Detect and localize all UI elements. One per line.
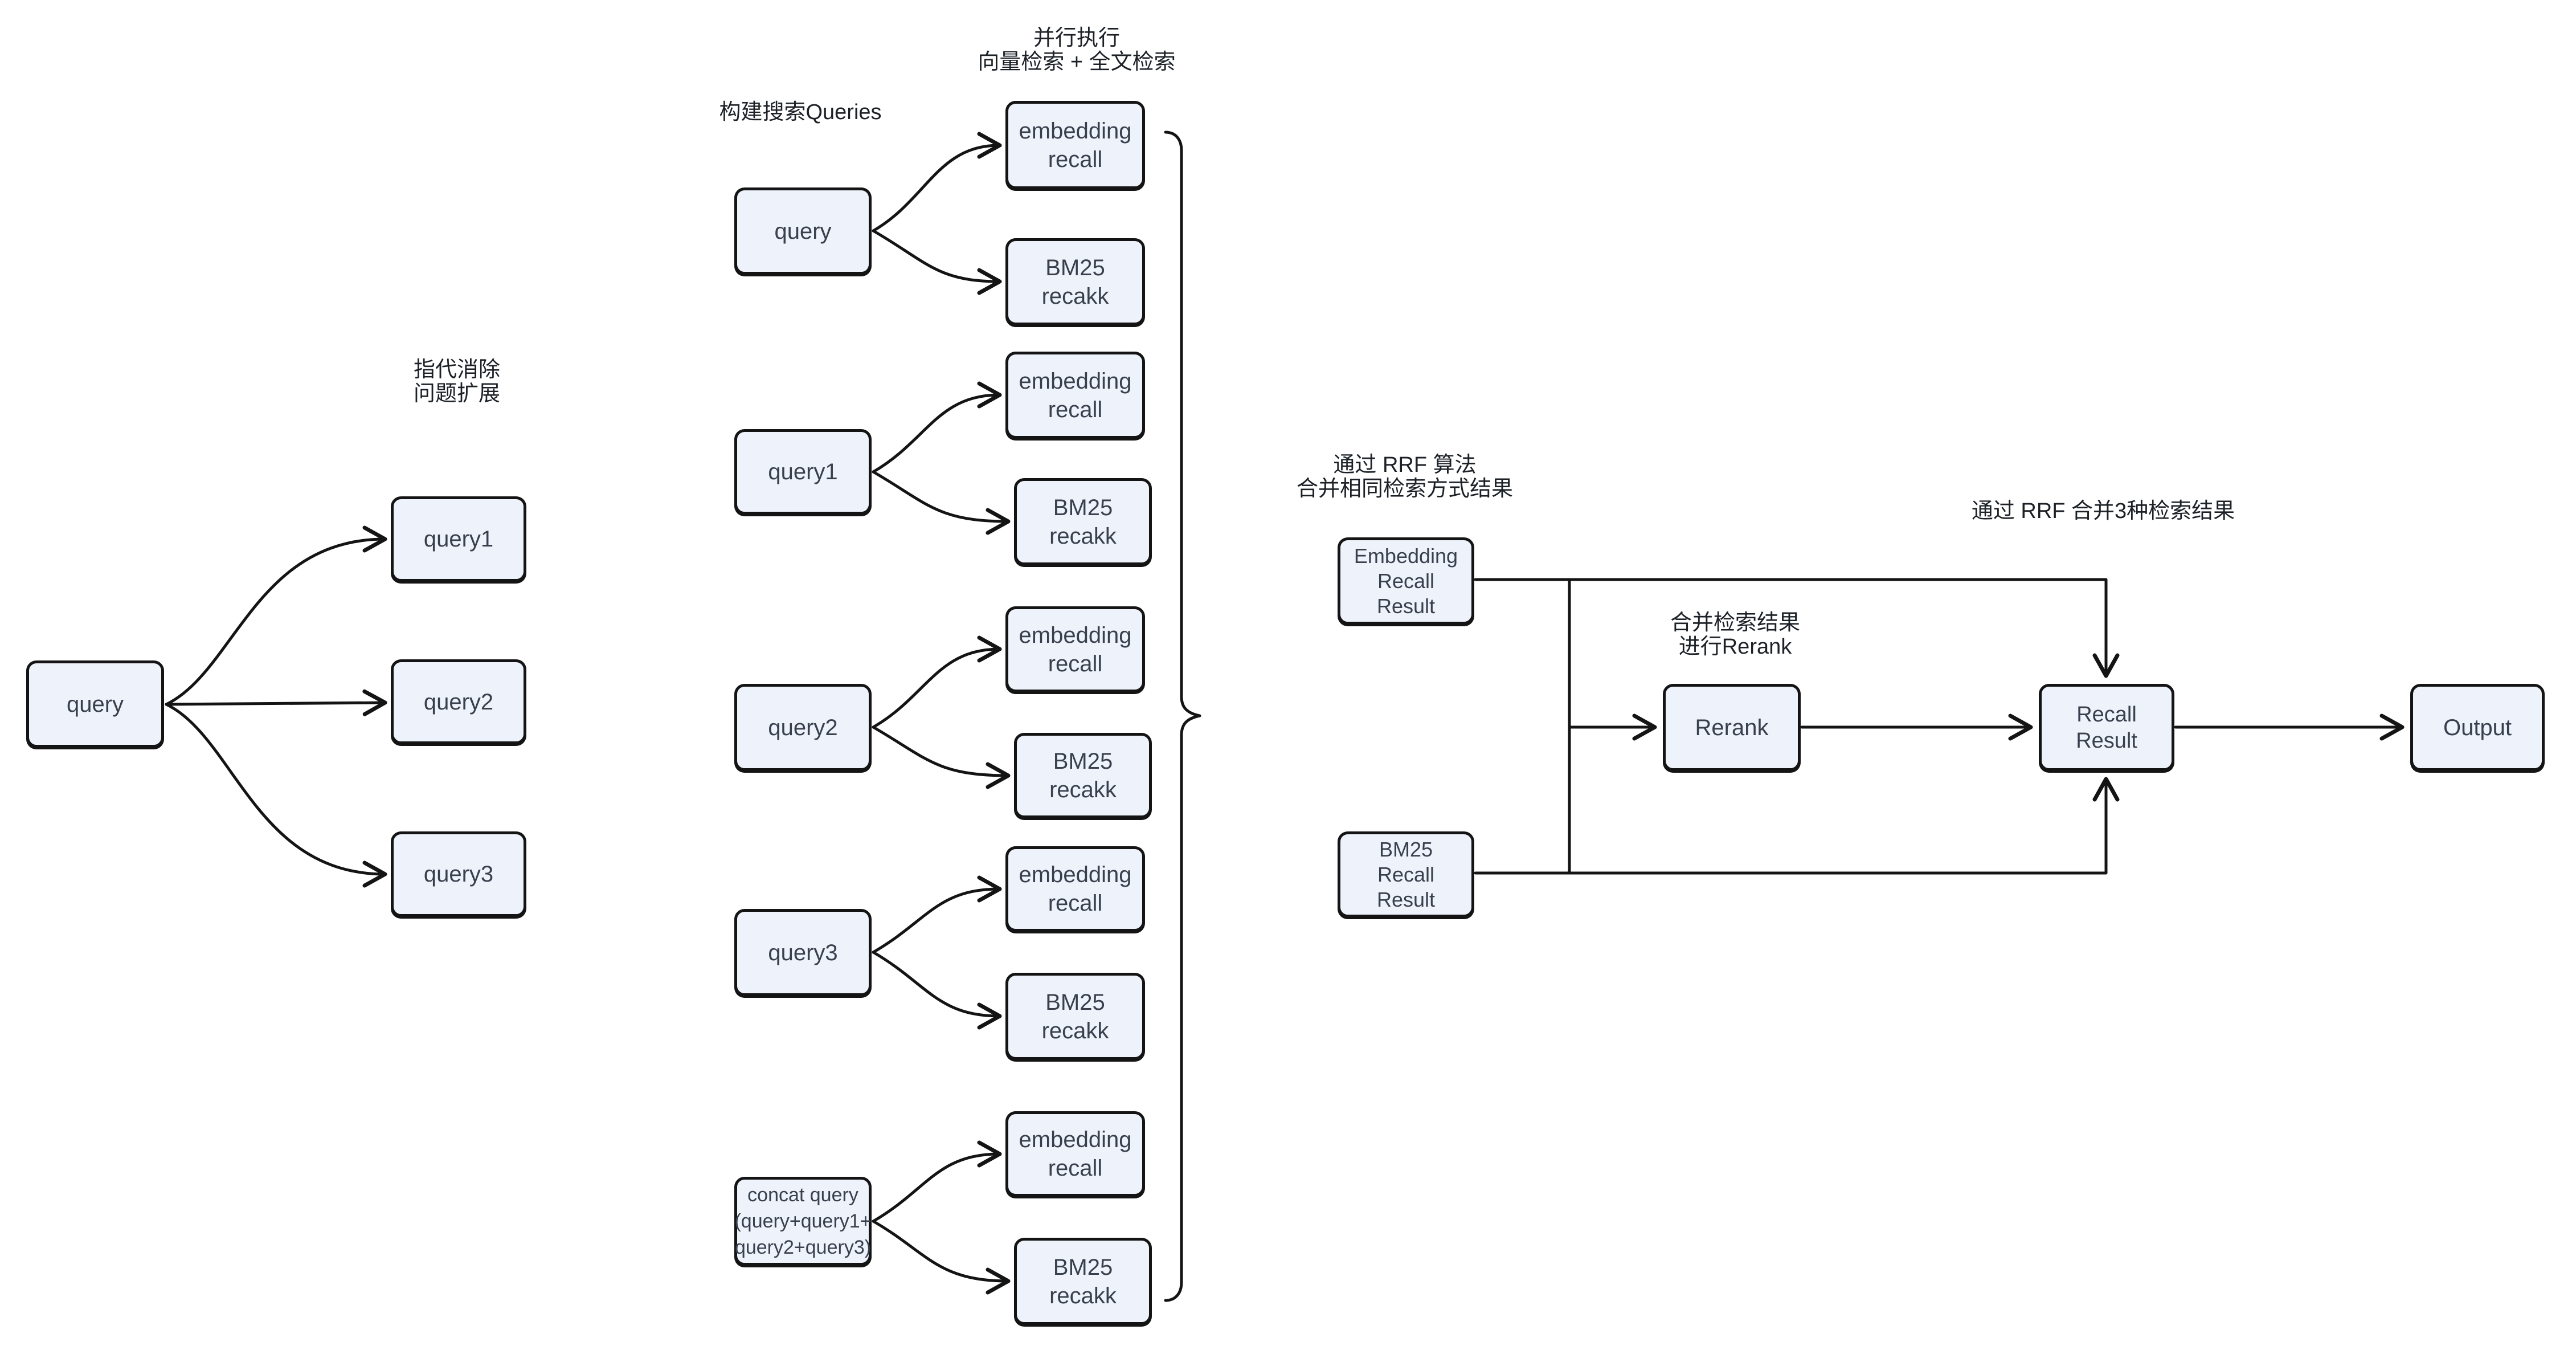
node-rerank: Rerank xyxy=(1663,684,1801,771)
edge-sq0-to-embedding1 xyxy=(872,132,1002,233)
edge-query-to-query3 xyxy=(165,703,387,888)
node-bm25-recall-3: BM25 recakk xyxy=(1014,733,1152,818)
node-bm25-recall-2: BM25 recakk xyxy=(1014,478,1152,565)
node-output: Output xyxy=(2410,684,2545,771)
edge-query-to-query2 xyxy=(165,689,387,716)
edge-embresult-to-recallresult-top xyxy=(1474,578,2120,678)
node-search-query: query xyxy=(734,187,872,275)
node-search-query1: query1 xyxy=(734,429,872,515)
node-embedding-recall-4: embedding recall xyxy=(1005,846,1145,932)
node-query3-expanded: query3 xyxy=(391,831,526,917)
label-rrf-merge-same: 通过 RRF 算法 合并相同检索方式结果 xyxy=(1296,453,1514,501)
node-bm25-recall-result: BM25 Recall Result xyxy=(1338,831,1474,917)
label-parallel-exec: 并行执行 向量检索 + 全文检索 xyxy=(978,26,1176,74)
node-embedding-recall-2: embedding recall xyxy=(1005,352,1145,439)
node-bm25-recall-5: BM25 recakk xyxy=(1014,1238,1152,1325)
node-embedding-recall-1: embedding recall xyxy=(1005,101,1145,189)
node-query1-expanded: query1 xyxy=(391,496,526,582)
edge-concat-to-bm25-5 xyxy=(872,1220,1011,1295)
edge-sq3-to-embedding4 xyxy=(872,875,1002,954)
node-recall-result: Recall Result xyxy=(2039,684,2174,771)
edge-sq2-to-bm25-3 xyxy=(872,725,1011,789)
node-search-query3: query3 xyxy=(734,909,872,996)
brace-collect-recalls xyxy=(1164,130,1201,1302)
node-embedding-recall-5: embedding recall xyxy=(1005,1111,1145,1197)
edge-sq1-to-embedding2 xyxy=(872,381,1002,474)
edge-sq3-to-bm25-4 xyxy=(872,951,1002,1030)
edge-sq2-to-embedding3 xyxy=(872,635,1002,729)
edge-query-to-query1 xyxy=(165,525,387,706)
label-rerank-note: 合并检索结果 进行Rerank xyxy=(1670,611,1801,659)
node-bm25-recall-1: BM25 recakk xyxy=(1005,238,1145,325)
node-embedding-recall-result: Embedding Recall Result xyxy=(1338,537,1474,625)
node-query2-expanded: query2 xyxy=(391,659,526,744)
node-concat-query: concat query (query+query1+ query2+query… xyxy=(734,1177,872,1266)
edge-sq1-to-bm25-2 xyxy=(872,470,1011,535)
label-rrf-merge-three: 通过 RRF 合并3种检索结果 xyxy=(1971,499,2235,523)
edge-sq0-to-bm25-1 xyxy=(872,229,1002,295)
edge-bm25result-to-recallresult-bottom xyxy=(1474,777,2120,875)
label-coref-expand: 指代消除 问题扩展 xyxy=(413,358,501,406)
node-query-input: query xyxy=(26,660,164,748)
node-bm25-recall-4: BM25 recakk xyxy=(1005,973,1145,1060)
label-build-queries: 构建搜索Queries xyxy=(719,100,882,124)
node-search-query2: query2 xyxy=(734,684,872,771)
node-embedding-recall-3: embedding recall xyxy=(1005,606,1145,692)
edge-concat-to-embedding5 xyxy=(872,1140,1002,1223)
